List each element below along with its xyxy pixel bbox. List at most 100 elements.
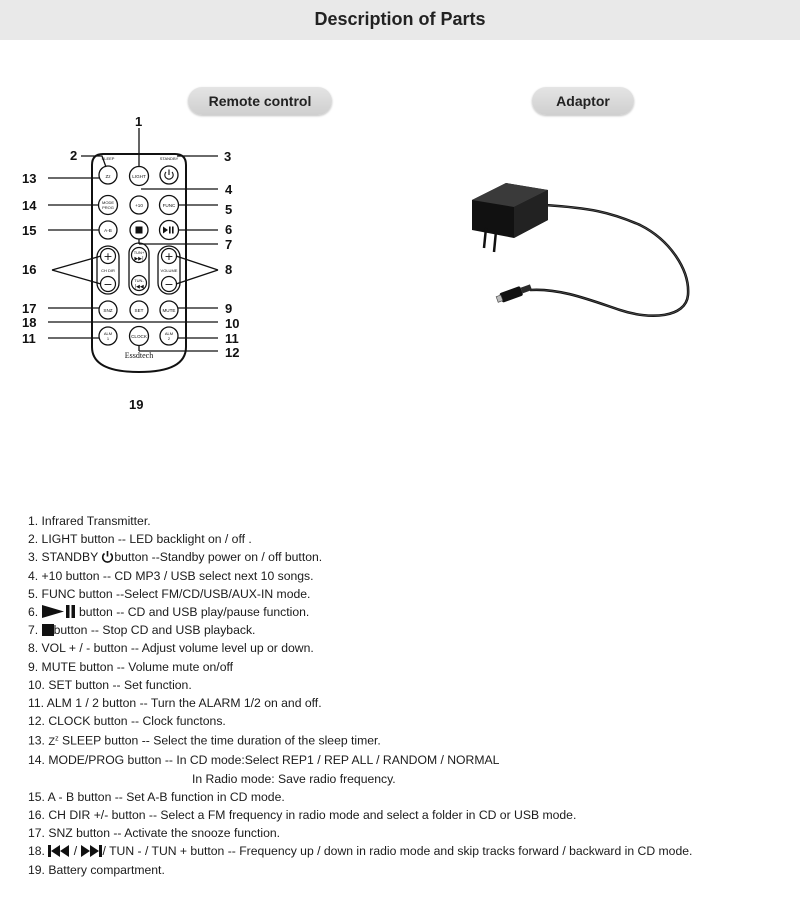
list-item: 6. button -- CD and USB play/pause funct… (28, 605, 310, 620)
callout-1: 1 (135, 114, 142, 129)
list-item: 18. / / TUN - / TUN + button -- Frequenc… (28, 844, 693, 859)
header-band (0, 0, 800, 40)
func-label: FUNC (163, 203, 176, 208)
parts-figure: SLEEP STANDBY Zz LIGHT MODE PROG +10 FUN… (22, 114, 690, 412)
set-label: SET (135, 308, 144, 313)
section-label-remote-control: Remote control (188, 87, 332, 115)
snz-button[interactable] (98, 300, 118, 320)
callout-14: 14 (22, 198, 37, 213)
next-track-icon: ▶▶| (134, 256, 144, 262)
adaptor-diagram (472, 183, 690, 317)
mute-button[interactable] (159, 300, 179, 320)
callout-6: 6 (225, 222, 232, 237)
list-item: 9. MUTE button -- Volume mute on/off (28, 659, 234, 674)
previous-track-icon (48, 845, 70, 858)
page-title: Description of Parts (314, 9, 486, 29)
minus-icon: − (164, 278, 173, 291)
plus10-button[interactable] (129, 195, 149, 215)
list-item: 13. Zz SLEEP button -- Select the time d… (28, 734, 381, 749)
sleep-z-icon: Zz (48, 735, 59, 749)
list-item: In Radio mode: Save radio frequency. (192, 771, 396, 786)
tun-minus-button[interactable] (130, 274, 148, 292)
list-item: 15. A - B button -- Set A-B function in … (28, 789, 285, 804)
light-button[interactable] (128, 165, 150, 187)
mode-label: MODE (102, 200, 114, 205)
power-icon (102, 551, 114, 564)
alm2-button[interactable] (159, 326, 179, 346)
callout-4: 4 (225, 182, 233, 197)
prog-label: PROG (102, 205, 114, 210)
callout-16: 16 (22, 262, 36, 277)
brand-logo: Essdtech (125, 351, 153, 360)
list-item: 14. MODE/PROG button -- In CD mode:Selec… (28, 753, 500, 768)
alm1-number: 1 (107, 336, 110, 341)
callout-5: 5 (225, 202, 232, 217)
callout-lines (48, 128, 219, 352)
list-item: 4. +10 button -- CD MP3 / USB select nex… (28, 568, 314, 583)
ch-dir-label: CH DIR (101, 268, 115, 273)
list-item: 10. SET button -- Set function. (28, 677, 192, 692)
stop-icon (41, 624, 54, 637)
list-item: 19. Battery compartment. (28, 862, 165, 877)
list-item: 11. ALM 1 / 2 button -- Turn the ALARM 1… (28, 696, 322, 711)
power-icon (164, 169, 174, 180)
callout-7: 7 (225, 237, 232, 252)
stop-icon (135, 226, 143, 234)
list-item: 3. STANDBY button --Standby power on / o… (28, 550, 323, 565)
section-label-adaptor: Adaptor (532, 87, 634, 115)
sleep-label: SLEEP (102, 156, 115, 161)
list-item: 2. LIGHT button -- LED backlight on / of… (28, 532, 252, 547)
callout-18: 18 (22, 315, 36, 330)
next-track-icon (80, 845, 102, 858)
list-item: 8. VOL + / - button -- Adjust volume lev… (28, 641, 314, 656)
set-button[interactable] (129, 300, 149, 320)
mute-label: MUTE (162, 308, 175, 313)
adaptor-prong-left (482, 227, 488, 249)
adaptor-prong-right (492, 230, 498, 253)
play-pause-icon (163, 226, 174, 234)
adaptor-cable (529, 203, 690, 317)
callout-10: 10 (225, 316, 239, 331)
minus-icon: − (103, 278, 112, 291)
play-pause-icon (41, 605, 75, 619)
prev-track-icon: |◀◀ (134, 284, 144, 290)
sleep-z-icon: Zz (105, 174, 111, 179)
ab-label: A-B (104, 228, 112, 233)
parts-description-list: 1. Infrared Transmitter. 2. LIGHT button… (28, 512, 788, 879)
plus-icon: + (103, 250, 112, 263)
clock-button[interactable] (128, 325, 150, 347)
callout-19: 19 (129, 397, 143, 412)
plus10-label: +10 (135, 203, 143, 208)
dc-plug (495, 284, 533, 303)
list-item: 17. SNZ button -- Activate the snooze fu… (28, 826, 281, 841)
clock-label: CLOCK (131, 334, 148, 339)
callout-13: 13 (22, 171, 36, 186)
tun-plus-label: TUN+ (134, 250, 145, 255)
alm2-number: 2 (168, 336, 171, 341)
alm2-label: ALM (165, 331, 173, 336)
tun-plus-button[interactable] (130, 246, 148, 264)
callout-11-right: 11 (225, 331, 239, 346)
list-item: 1. Infrared Transmitter. (28, 514, 151, 528)
callout-11-left: 11 (22, 331, 36, 346)
callout-15: 15 (22, 223, 36, 238)
tun-minus-label: TUN- (134, 278, 144, 283)
list-item: 5. FUNC button --Select FM/CD/USB/AUX-IN… (28, 586, 311, 601)
func-button[interactable] (158, 194, 180, 216)
sleep-button[interactable] (98, 165, 118, 185)
list-item: 7. button -- Stop CD and USB playback. (28, 623, 256, 638)
plus-icon: + (164, 250, 173, 263)
alm1-label: ALM (104, 331, 112, 336)
callout-17: 17 (22, 301, 36, 316)
callout-8: 8 (225, 262, 232, 277)
snz-label: SNZ (103, 308, 112, 313)
callout-12: 12 (225, 345, 239, 360)
mode-prog-button[interactable] (97, 194, 119, 216)
remote-control-diagram: SLEEP STANDBY Zz LIGHT MODE PROG +10 FUN… (91, 153, 187, 374)
callout-2: 2 (70, 148, 77, 163)
volume-label: VOLUME (161, 268, 178, 273)
callout-3: 3 (224, 149, 231, 164)
standby-label: STANDBY (160, 156, 179, 161)
callout-9: 9 (225, 301, 232, 316)
alm1-button[interactable] (98, 326, 118, 346)
